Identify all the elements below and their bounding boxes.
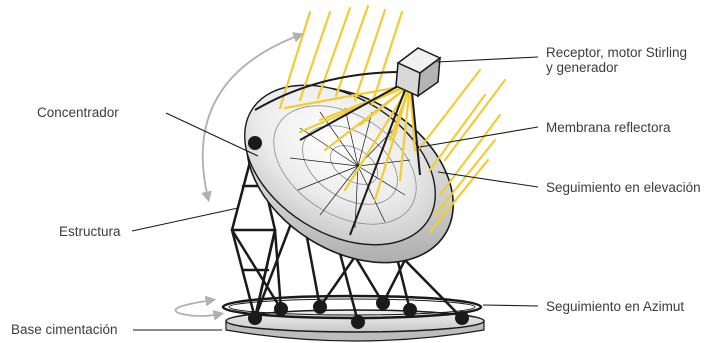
elevation-arrow-icon xyxy=(201,32,305,203)
receptor-arms xyxy=(254,71,421,236)
joint-nodes xyxy=(248,136,469,329)
sun-rays xyxy=(278,4,507,234)
leader-lines xyxy=(131,56,539,331)
label-elevacion: Seguimiento en elevación xyxy=(546,180,701,195)
label-receptor-line1: Receptor, motor Stirling xyxy=(546,45,688,60)
label-azimut: Seguimiento en Azimut xyxy=(546,299,685,314)
receptor-cube xyxy=(395,47,442,98)
label-receptor-line2: y generador xyxy=(546,60,619,75)
label-estructura: Estructura xyxy=(59,224,121,239)
label-concentrador: Concentrador xyxy=(37,105,119,120)
label-receptor: Receptor, motor Stirling y generador xyxy=(546,45,687,75)
label-base: Base cimentación xyxy=(11,322,118,337)
label-membrana: Membrana reflectora xyxy=(546,120,671,135)
azimuth-arrow-icon xyxy=(174,295,225,321)
